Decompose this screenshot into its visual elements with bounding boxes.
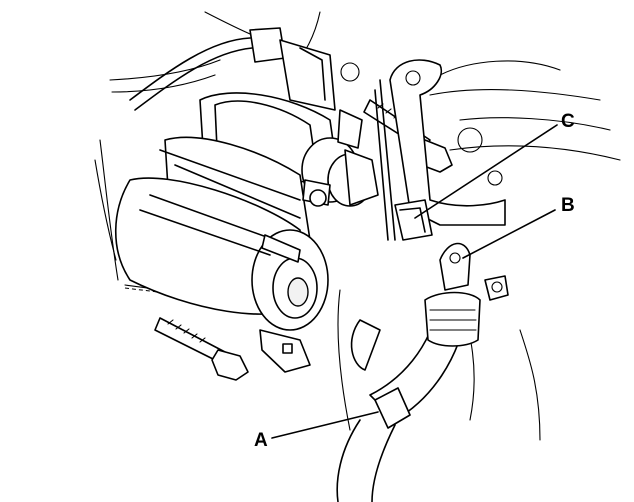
leader-line-b: [462, 209, 556, 259]
terminal-c: [394, 199, 433, 241]
starter-motor: [115, 92, 341, 373]
leader-line-c: [414, 124, 558, 219]
mounting-bracket: [374, 59, 506, 241]
wire-harness: [129, 27, 336, 111]
callout-a: A: [254, 430, 268, 451]
callout-c: C: [561, 111, 575, 132]
callout-b: B: [561, 195, 575, 216]
leader-line-a: [271, 411, 379, 439]
lower-bolt: [154, 317, 249, 381]
solenoid-terminals: [301, 109, 379, 207]
terminal-b: [439, 242, 509, 301]
battery-cable: [336, 291, 481, 502]
